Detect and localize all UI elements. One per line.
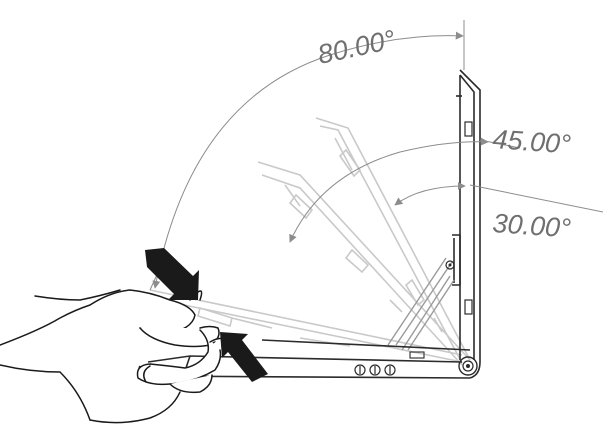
angle-label-45: 45.00°: [492, 124, 572, 159]
angle-label-80: 80.00°: [315, 24, 398, 70]
ghost-position-80: [149, 289, 463, 363]
angle-label-30: 30.00°: [492, 208, 572, 243]
hand: [0, 289, 229, 424]
press-arrows: [145, 248, 268, 382]
angle-labels: 80.00° 45.00° 30.00°: [315, 24, 572, 243]
device-upright: [452, 69, 481, 362]
press-arrow-bottom-icon: [220, 332, 268, 382]
ghost-position-45: [315, 117, 471, 364]
kickstand-legs: [387, 257, 455, 351]
press-arrow-top-icon: [145, 248, 199, 300]
angle-arcs: [152, 31, 489, 289]
